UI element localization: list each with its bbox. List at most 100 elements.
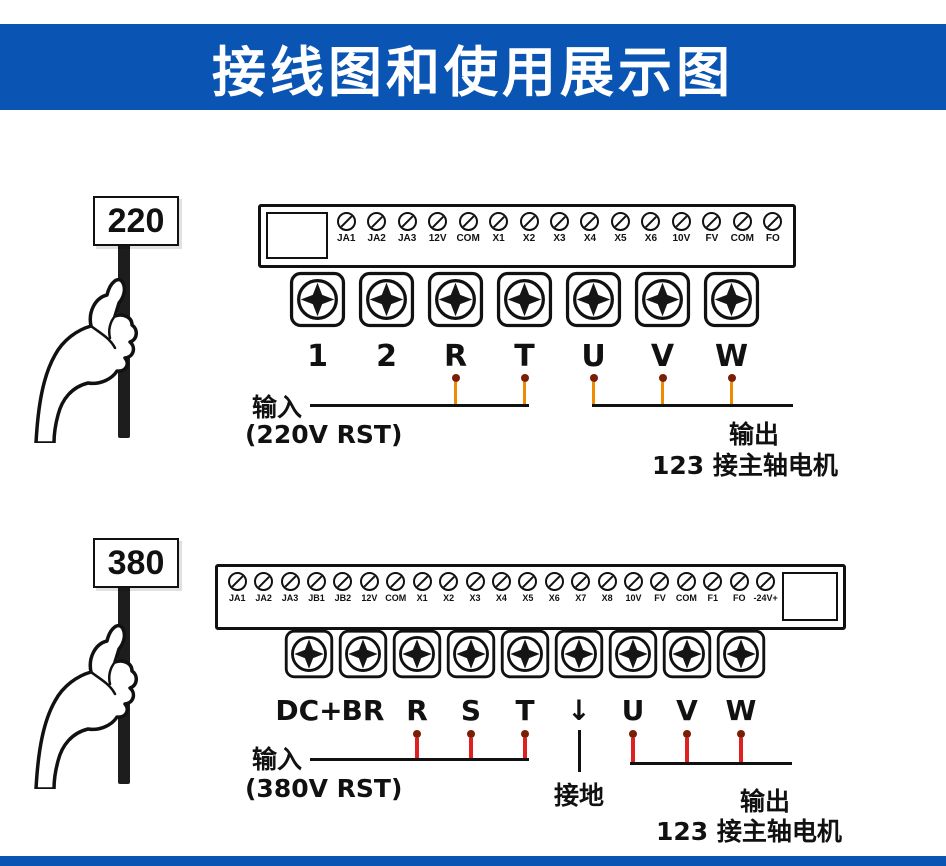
blank-terminal-box — [782, 572, 838, 621]
small-terminal: X6 — [541, 572, 567, 624]
small-terminal: JA1 — [331, 212, 361, 262]
screw-terminal — [490, 271, 559, 328]
screw-terminal-row — [282, 629, 768, 679]
terminal-label: JA1 — [337, 233, 356, 244]
screw-slot-icon — [439, 572, 459, 591]
terminal-label: JA1 — [228, 593, 246, 603]
terminal-label: FO — [765, 233, 780, 244]
input-label: 输入 — [252, 745, 303, 774]
screw-slot-icon — [306, 572, 326, 591]
voltage-label-220: 220 — [93, 196, 179, 246]
screw-slot-icon — [359, 572, 379, 591]
small-terminal: X5 — [515, 572, 541, 624]
screw-slot-icon — [519, 212, 539, 231]
blank-terminal-box — [266, 212, 328, 259]
phillips-screw-icon — [284, 629, 334, 679]
small-terminal: X2 — [514, 212, 544, 262]
screw-slot-icon — [703, 572, 723, 591]
screw-slot-icon — [412, 572, 432, 591]
terminal-label: JB1 — [308, 593, 325, 603]
small-terminal: X8 — [594, 572, 620, 624]
wire-dot — [521, 730, 529, 738]
terminal-label: JA2 — [367, 233, 386, 244]
terminal-label: X6 — [548, 593, 560, 603]
screw-slot-icon — [571, 572, 591, 591]
screw-slot-icon — [336, 212, 356, 231]
terminal-label: F1 — [707, 593, 719, 603]
screw-slot-icon — [756, 572, 776, 591]
wire-dot — [737, 730, 745, 738]
phillips-screw-icon — [496, 271, 553, 328]
small-terminal: JA1 — [224, 572, 250, 624]
phillips-screw-icon — [427, 271, 484, 328]
screw-slot-icon — [729, 572, 749, 591]
phillips-screw-icon — [500, 629, 550, 679]
small-terminal: X4 — [575, 212, 605, 262]
phillips-screw-icon — [703, 271, 760, 328]
output-bus-line — [630, 762, 792, 765]
phillips-screw-icon — [716, 629, 766, 679]
terminal-label: X4 — [583, 233, 597, 244]
small-terminal: X5 — [605, 212, 635, 262]
phillips-screw-icon — [554, 629, 604, 679]
terminal-label: X4 — [495, 593, 507, 603]
small-terminal: X2 — [435, 572, 461, 624]
input-voltage-label: (380V RST) — [245, 774, 403, 803]
phillips-screw-icon — [338, 629, 388, 679]
terminal-label: JB2 — [334, 593, 352, 603]
header-banner: 接线图和使用展示图 — [0, 24, 946, 110]
output-note: 123 接主轴电机 — [652, 451, 838, 480]
terminal-label: COM — [456, 233, 480, 244]
terminal-label: 10V — [672, 233, 691, 244]
terminal-name-label: 1 — [307, 338, 328, 374]
terminal-label: JA2 — [255, 593, 272, 603]
terminal-name-label: 2 — [376, 338, 397, 374]
phillips-screw-icon — [662, 629, 712, 679]
terminal-label: 12V — [361, 593, 378, 603]
terminal-label: 10V — [625, 593, 642, 603]
small-terminal: FO — [726, 572, 752, 624]
terminal-label: X3 — [469, 593, 481, 603]
terminal-label: FV — [705, 233, 719, 244]
terminal-label: X7 — [575, 593, 587, 603]
output-wire — [739, 738, 743, 764]
small-terminal: 12V — [356, 572, 382, 624]
screw-slot-icon — [458, 212, 478, 231]
small-terminal: COM — [727, 212, 757, 262]
small-terminal: X3 — [544, 212, 574, 262]
phillips-screw-icon — [565, 271, 622, 328]
input-voltage-label: (220V RST) — [245, 420, 403, 449]
output-wire — [631, 738, 635, 764]
terminal-label: COM — [675, 593, 697, 603]
screw-slot-icon — [763, 212, 783, 231]
screw-slot-icon — [227, 572, 247, 591]
terminal-name-label: R — [406, 693, 428, 727]
screw-slot-icon — [650, 572, 670, 591]
terminal-name-label: V — [650, 338, 675, 374]
screw-terminal — [282, 629, 336, 679]
small-terminal: X1 — [409, 572, 435, 624]
small-terminal: FO — [758, 212, 788, 262]
terminal-name-label: W — [714, 338, 749, 374]
small-terminal: FV — [647, 572, 673, 624]
terminal-label: JA3 — [281, 593, 299, 603]
terminal-label: X2 — [522, 233, 536, 244]
wire-dot — [683, 730, 691, 738]
terminal-label: COM — [385, 593, 407, 603]
terminal-label: X5 — [614, 233, 627, 244]
screw-slot-icon — [676, 572, 696, 591]
terminal-name-label: T — [515, 693, 535, 727]
terminal-name-label: W — [725, 693, 757, 727]
small-terminal: JA2 — [250, 572, 276, 624]
small-terminal: -24V+ — [752, 572, 778, 624]
small-terminal: FV — [697, 212, 727, 262]
wire-dot — [413, 730, 421, 738]
screw-terminal — [660, 629, 714, 679]
phillips-screw-icon — [608, 629, 658, 679]
screw-terminal — [421, 271, 490, 328]
small-terminal: 10V — [666, 212, 696, 262]
